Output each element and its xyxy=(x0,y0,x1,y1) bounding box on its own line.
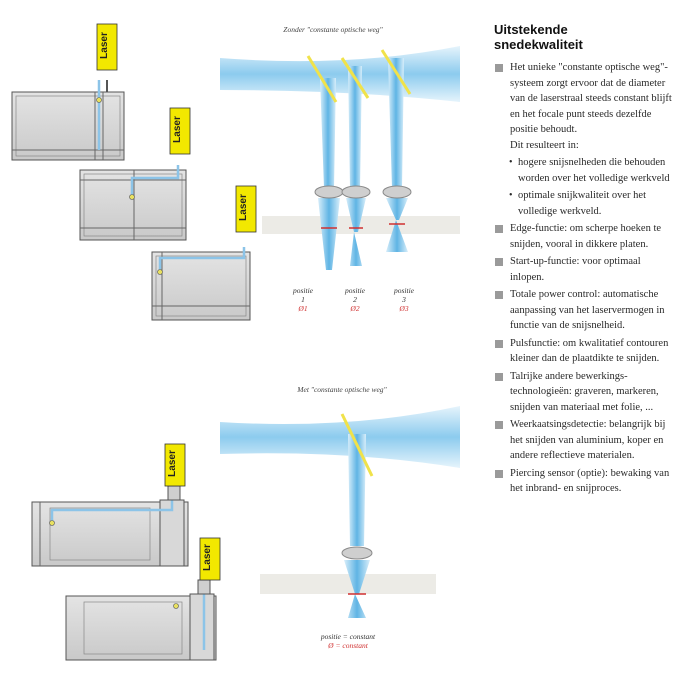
list-item: Weerkaatsingsdetectie: belangrijk bij he… xyxy=(494,417,672,464)
bullet-square-icon xyxy=(495,225,503,233)
bullet-square-icon xyxy=(495,421,503,429)
list-item: Piercing sensor (optie): bewaking van he… xyxy=(494,466,672,497)
sub-list-item: •optimale snijkwaliteit over het volledi… xyxy=(509,190,647,217)
beam-diagram-bottom xyxy=(220,406,460,618)
bottom-caption: Met "constante optische weg" xyxy=(297,385,387,394)
list-item: Pulsfunctie: om kwalitatief contouren kl… xyxy=(494,336,672,367)
top-caption: Zonder "constante optische weg" xyxy=(283,25,383,34)
machine-illustrations xyxy=(11,23,257,661)
bullet-square-icon xyxy=(495,291,503,299)
laser-label-2: Laser xyxy=(171,116,183,143)
laser-label-4: Laser xyxy=(166,450,178,477)
list-item: Talrijke andere bewerkings-technologieën… xyxy=(494,369,672,416)
bullet-square-icon xyxy=(495,469,503,478)
machine-5 xyxy=(65,537,221,661)
machine-1 xyxy=(11,23,125,161)
laser-label-1: Laser xyxy=(98,32,110,59)
machine-3 xyxy=(151,185,257,321)
list-item: Start-up-functie: voor optimaal inlopen. xyxy=(494,254,672,285)
constant-labels: positie = constant Ø = constant xyxy=(320,632,376,650)
bullet-square-icon xyxy=(495,372,503,381)
bullet-square-icon xyxy=(495,339,503,348)
sub-list-item: •hogere snijsnelheden die behouden worde… xyxy=(509,157,670,184)
beam-diagram-top xyxy=(220,46,460,270)
laser-label-5: Laser xyxy=(201,544,213,571)
machine-4 xyxy=(31,443,189,567)
bullet-square-icon xyxy=(495,258,503,266)
list-item: Edge-functie: om scherpe hoeken te snijd… xyxy=(494,221,672,252)
machine-2 xyxy=(79,107,191,241)
list-item: Het unieke "constante optische weg"-syst… xyxy=(494,60,672,153)
bullet-square-icon xyxy=(495,64,503,72)
list-item: Totale power control: automatische aanpa… xyxy=(494,287,672,334)
